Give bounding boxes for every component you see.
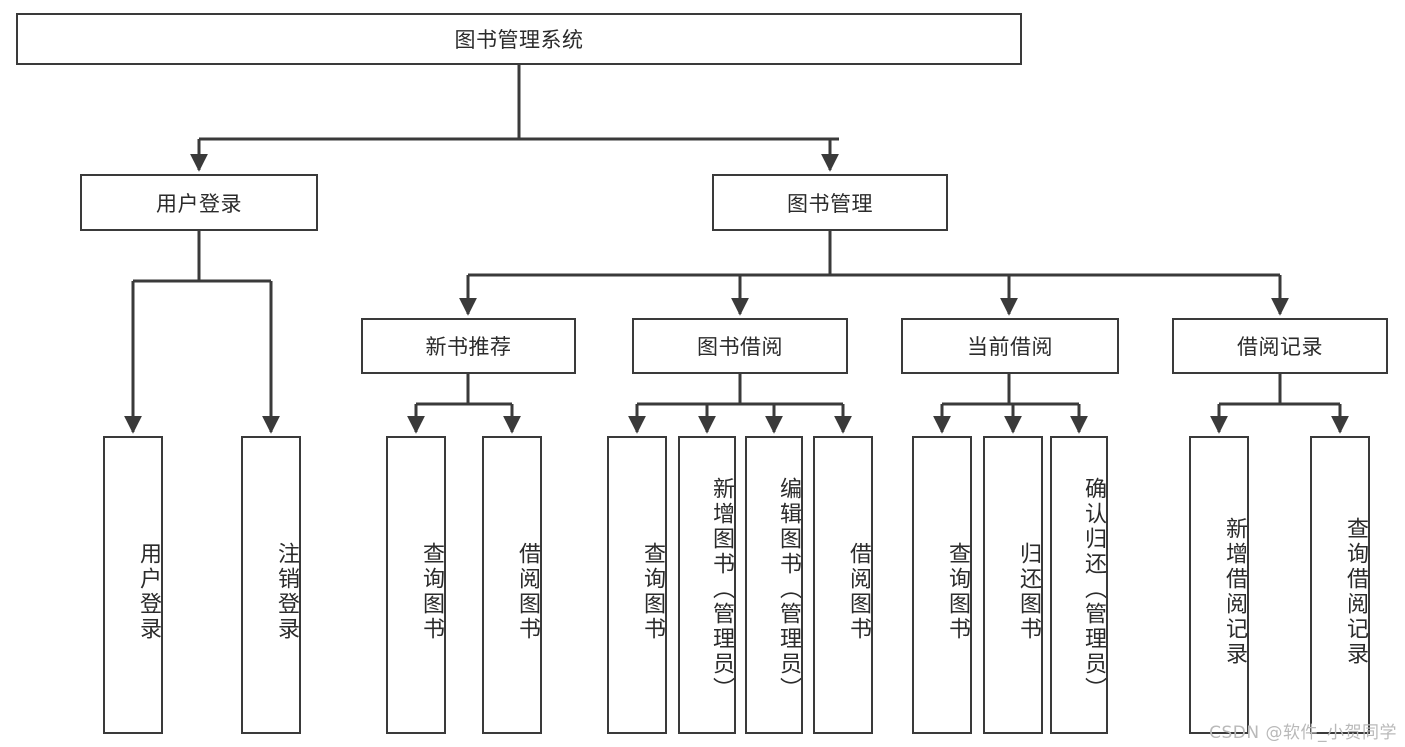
- leaf-confirm-return-admin: 确认归还（管理员）: [1050, 436, 1108, 734]
- node-current-borrow: 当前借阅: [901, 318, 1119, 374]
- node-root-system: 图书管理系统: [16, 13, 1022, 65]
- watermark-credit: CSDN @软件_小贺同学: [1209, 723, 1397, 743]
- leaf-return-book: 归还图书: [983, 436, 1043, 734]
- leaf-add-borrow-record: 新增借阅记录: [1189, 436, 1249, 734]
- leaf-add-book-admin: 新增图书（管理员）: [678, 436, 736, 734]
- node-user-login: 用户登录: [80, 174, 318, 231]
- leaf-query-borrow-record: 查询借阅记录: [1310, 436, 1370, 734]
- leaf-user-login: 用户登录: [103, 436, 163, 734]
- leaf-query-book-borrow: 查询图书: [607, 436, 667, 734]
- node-book-management: 图书管理: [712, 174, 948, 231]
- leaf-borrow-book: 借阅图书: [813, 436, 873, 734]
- leaf-edit-book-admin: 编辑图书（管理员）: [745, 436, 803, 734]
- node-borrow-record: 借阅记录: [1172, 318, 1388, 374]
- leaf-query-book-current: 查询图书: [912, 436, 972, 734]
- node-new-book-recommend: 新书推荐: [361, 318, 576, 374]
- leaf-query-book-recommend: 查询图书: [386, 436, 446, 734]
- node-book-borrow: 图书借阅: [632, 318, 848, 374]
- leaf-borrow-book-recommend: 借阅图书: [482, 436, 542, 734]
- leaf-logout: 注销登录: [241, 436, 301, 734]
